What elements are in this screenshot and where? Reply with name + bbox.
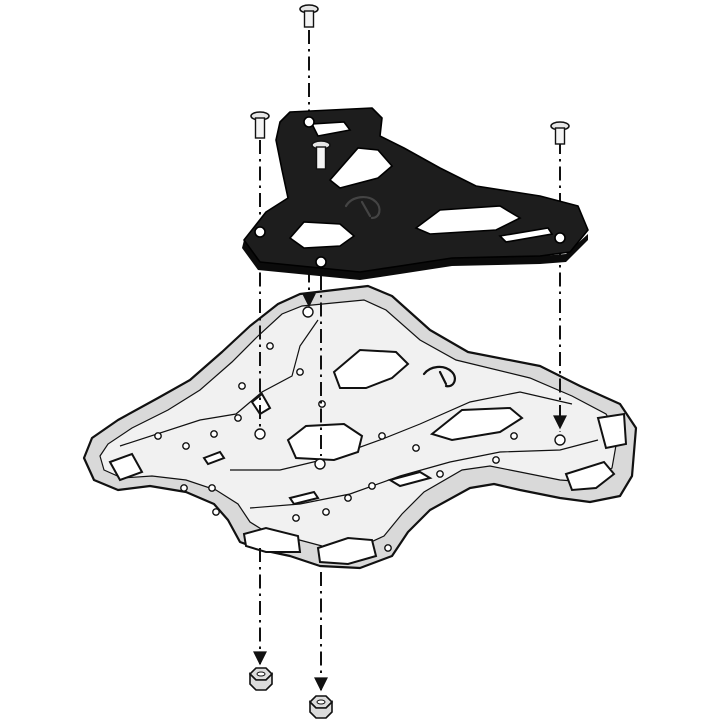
rack-hole	[384, 544, 392, 552]
rack-hole	[238, 382, 246, 390]
adapter-cutout-top	[310, 121, 352, 137]
top-rack-plate	[82, 284, 638, 570]
rack-hole	[182, 442, 190, 450]
rack-hole	[302, 306, 314, 318]
screw-left	[250, 111, 270, 139]
screw-top-left	[299, 4, 319, 28]
adapter-plate-top	[243, 107, 589, 273]
nut-bore	[316, 699, 326, 705]
arrow-down-icon	[314, 677, 328, 692]
rack-hole	[322, 508, 330, 516]
rack-cutout-center	[286, 422, 364, 462]
screw-shank	[554, 127, 566, 145]
nut-side	[249, 672, 273, 691]
nut-right	[308, 695, 334, 719]
adapter-hole	[554, 232, 566, 244]
rack-hole	[510, 432, 518, 440]
rack-slot-low	[288, 490, 320, 506]
rack-rib-left	[119, 319, 319, 447]
rack-hole	[212, 508, 220, 516]
rack-hole	[314, 458, 326, 470]
adapter-cutout-left	[288, 221, 356, 249]
rack-slot-mid	[387, 470, 433, 488]
rack-cutout-right-low	[564, 460, 616, 492]
rack-rib-lower	[249, 439, 599, 509]
arrow-down-icon	[553, 415, 567, 430]
rack-cutout-bottom-left	[242, 526, 302, 553]
rack-slot-left	[202, 450, 226, 466]
rack-hole	[412, 444, 420, 452]
rack-logo	[422, 365, 456, 388]
rack-hole	[234, 414, 242, 422]
adapter-holes	[254, 116, 566, 268]
rack-hole	[154, 432, 162, 440]
rack-hole	[378, 432, 386, 440]
arrow-down-icon	[302, 293, 316, 308]
rack-cutout-upper	[332, 348, 410, 389]
rack-cutout-far-right	[596, 412, 628, 450]
nut-bore	[256, 671, 266, 677]
assembly-arrows	[253, 293, 567, 692]
rack-hole	[254, 428, 266, 440]
arrow-down-icon	[253, 651, 267, 666]
rack-hole	[436, 470, 444, 478]
rack-hole	[292, 514, 300, 522]
adapter-hole	[254, 226, 266, 238]
adapter-logo	[344, 196, 381, 220]
adapter-hole	[315, 256, 327, 268]
adapter-cutout-far-right	[498, 227, 554, 243]
rack-rib-mid	[230, 391, 573, 471]
rack-cutout-left	[108, 452, 144, 482]
rack-cutout-bottom-right	[316, 536, 378, 566]
rack-hole	[554, 434, 566, 446]
nut-side	[309, 700, 333, 719]
screw-shank	[254, 117, 266, 139]
adapter-hole	[303, 116, 315, 128]
rack-hole	[266, 342, 274, 350]
screw-right	[550, 121, 570, 145]
rack-plate-inner-panel	[99, 299, 619, 549]
rack-cutout-right	[429, 406, 524, 442]
screw-center	[311, 140, 331, 170]
adapter-cutout-right	[414, 205, 522, 235]
rack-hole	[296, 368, 304, 376]
rack-hole	[208, 484, 216, 492]
rack-hole	[210, 430, 218, 438]
nut-left	[248, 667, 274, 691]
adapter-cutout-upper	[328, 147, 394, 189]
screw-shank	[303, 10, 315, 28]
rack-holes	[154, 306, 566, 552]
top-case-adapter-plate	[242, 107, 589, 280]
rack-hole	[492, 456, 500, 464]
rack-hole	[368, 482, 376, 490]
rack-hole	[344, 494, 352, 502]
rack-hole	[180, 484, 188, 492]
screw-shank	[315, 146, 327, 170]
rack-slot-upper-left	[250, 392, 272, 416]
